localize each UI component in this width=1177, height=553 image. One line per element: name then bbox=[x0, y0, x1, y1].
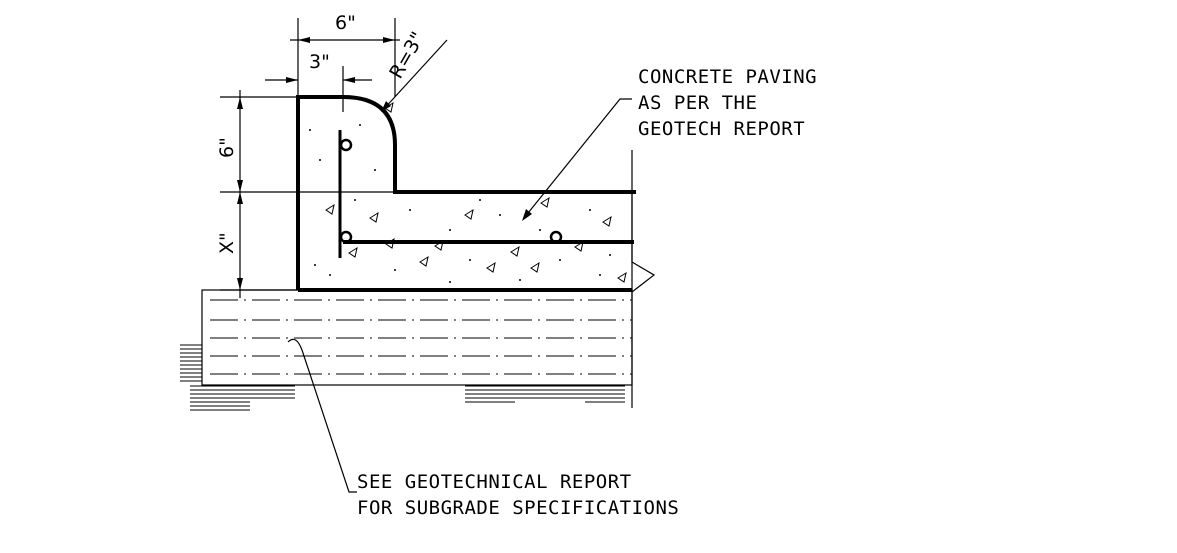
concrete-aggregate bbox=[309, 101, 627, 283]
aggregate-mark bbox=[369, 211, 379, 223]
dimension-lines bbox=[220, 18, 448, 298]
aggregate-mark bbox=[419, 255, 429, 267]
aggregate-mark bbox=[602, 215, 612, 227]
aggregate-mark bbox=[385, 237, 395, 249]
aggregate-dot bbox=[314, 264, 316, 266]
aggregate-mark bbox=[530, 261, 540, 273]
aggregate-mark bbox=[325, 203, 335, 215]
aggregate-dot bbox=[329, 274, 331, 276]
aggregate-mark bbox=[540, 196, 550, 208]
dim-top-width: 6" bbox=[335, 12, 356, 34]
dim-slab-depth: X" bbox=[216, 232, 238, 254]
soil-hatch bbox=[180, 344, 625, 411]
paving-note-line-2: AS PER THE bbox=[638, 92, 757, 114]
aggregate-mark bbox=[434, 239, 444, 251]
dim-half-width: 3" bbox=[309, 51, 330, 73]
aggregate-mark bbox=[464, 208, 474, 220]
aggregate-dot bbox=[449, 229, 451, 231]
aggregate-dot bbox=[394, 269, 396, 271]
dim-radius: R=3" bbox=[385, 28, 429, 82]
aggregate-dot bbox=[519, 279, 521, 281]
subgrade-note: SEE GEOTECHNICAL REPORT FOR SUBGRADE SPE… bbox=[287, 338, 679, 519]
paving-note: CONCRETE PAVING AS PER THE GEOTECH REPOR… bbox=[522, 66, 817, 221]
subgrade-note-line-2: FOR SUBGRADE SPECIFICATIONS bbox=[357, 497, 679, 519]
curb-outline bbox=[296, 95, 656, 293]
aggregate-dot bbox=[309, 129, 311, 131]
aggregate-dot bbox=[479, 199, 481, 201]
aggregate-dot bbox=[599, 274, 601, 276]
aggregate-dot bbox=[359, 124, 361, 126]
aggregate-mark bbox=[348, 246, 358, 258]
aggregate-mark bbox=[486, 261, 496, 273]
aggregate-dot bbox=[559, 259, 561, 261]
aggregate-dot bbox=[449, 281, 451, 283]
aggregate-dot bbox=[409, 209, 411, 211]
aggregate-mark bbox=[510, 245, 520, 257]
aggregate-dot bbox=[354, 199, 356, 201]
aggregate-dot bbox=[319, 159, 321, 161]
dim-curb-height: 6" bbox=[216, 137, 238, 158]
aggregate-dot bbox=[374, 169, 376, 171]
aggregate-dot bbox=[609, 254, 611, 256]
aggregate-dot bbox=[589, 209, 591, 211]
paving-note-line-1: CONCRETE PAVING bbox=[638, 66, 817, 88]
subgrade-layer bbox=[201, 150, 633, 408]
aggregate-dot bbox=[469, 259, 471, 261]
aggregate-dot bbox=[499, 214, 501, 216]
aggregate-dot bbox=[539, 229, 541, 231]
aggregate-mark bbox=[617, 271, 627, 283]
aggregate-mark bbox=[574, 240, 584, 252]
paving-note-line-3: GEOTECH REPORT bbox=[638, 118, 805, 140]
subgrade-note-line-1: SEE GEOTECHNICAL REPORT bbox=[357, 471, 632, 493]
